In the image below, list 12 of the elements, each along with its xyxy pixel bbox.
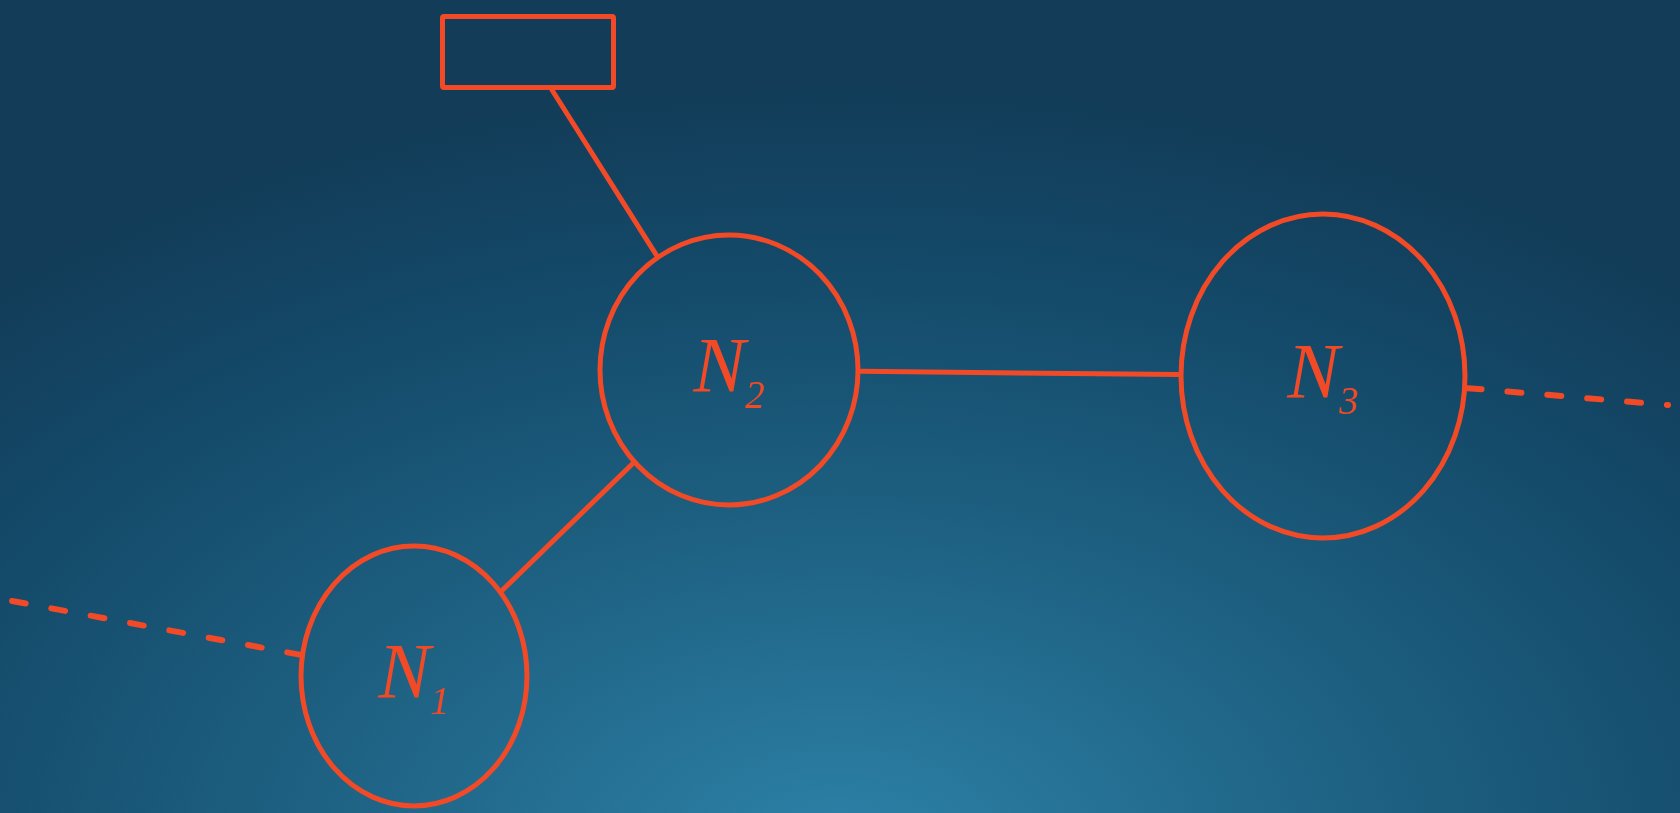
node-circle (597, 232, 861, 508)
dashed-line (9, 598, 303, 658)
node-circle (1178, 211, 1468, 541)
node-label: N$_{3}$ (1287, 332, 1359, 420)
node-circle (298, 543, 530, 809)
node-label: N$_{2}$ (693, 326, 765, 414)
connector-line (500, 461, 635, 593)
node-label: N$_{1}$ (378, 632, 450, 720)
connector-line (858, 368, 1181, 378)
connector-line (549, 87, 659, 258)
empty-box (440, 14, 616, 90)
dashed-line (1464, 385, 1671, 408)
